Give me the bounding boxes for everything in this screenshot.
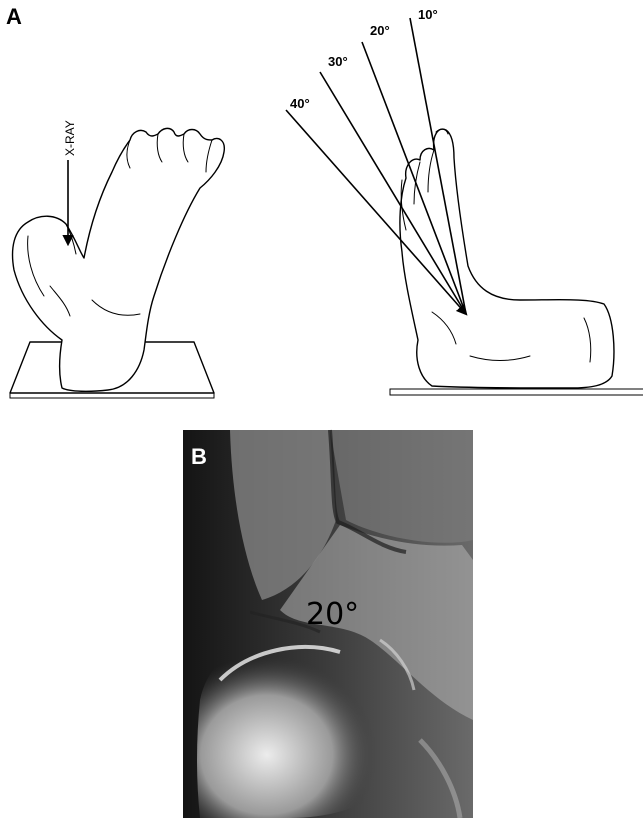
angle-label-10: 10°: [418, 7, 438, 22]
xray-angle-label: 20°: [306, 597, 359, 632]
right-foot-illustration: [390, 129, 643, 395]
panel-b-letter: B: [191, 444, 207, 469]
xray-label: X-RAY: [63, 120, 77, 156]
angle-label-20: 20°: [370, 23, 390, 38]
left-foot-illustration: [10, 128, 224, 398]
angle-label-40: 40°: [290, 96, 310, 111]
panel-a-letter: A: [6, 4, 22, 29]
angle-label-30: 30°: [328, 54, 348, 69]
